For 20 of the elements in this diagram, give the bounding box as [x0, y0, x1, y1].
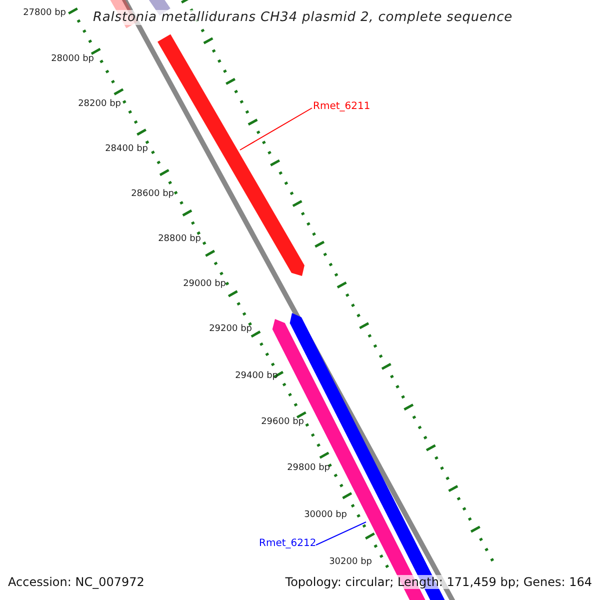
summary-text: Topology: circular; Length: 171,459 bp; Genes: 164: [285, 575, 592, 589]
scale-label: 27800 bp: [23, 8, 66, 18]
scale-label: 29600 bp: [261, 417, 304, 427]
scale-label: 29800 bp: [287, 463, 330, 473]
accession-text: Accession: NC_007972: [8, 575, 144, 589]
gene-arrow: [158, 34, 304, 276]
scale-label: 28400 bp: [105, 144, 148, 154]
scale-label: 30000 bp: [304, 510, 347, 520]
scale-label: 29400 bp: [235, 371, 278, 381]
scale-label: 28000 bp: [51, 54, 94, 64]
gene-label: Rmet_6211: [313, 101, 370, 112]
gene-label: Rmet_6212: [259, 538, 316, 549]
scale-label: 28800 bp: [158, 234, 201, 244]
scale-label: 28600 bp: [131, 189, 174, 199]
scale-label: 30200 bp: [329, 557, 372, 567]
scale-label: 29200 bp: [209, 324, 252, 334]
leader-line: [316, 522, 366, 546]
title: Ralstonia metallidurans CH34 plasmid 2, complete sequence: [93, 10, 513, 25]
leader-line: [240, 108, 312, 150]
scale-label: 28200 bp: [78, 99, 121, 109]
